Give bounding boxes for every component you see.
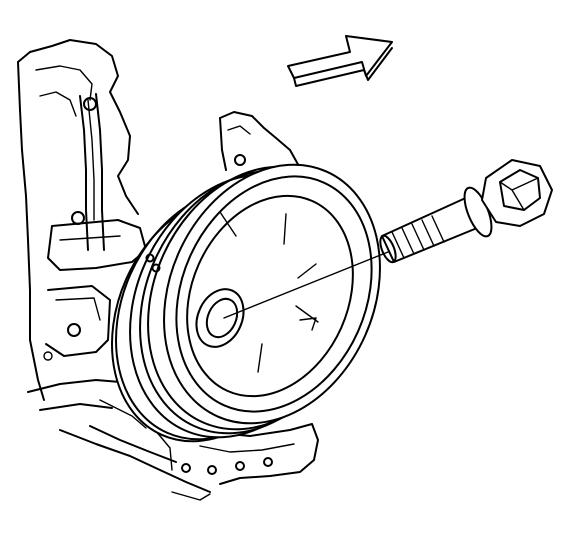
balancer-bolt: [379, 159, 553, 264]
engine-block: [17, 39, 319, 501]
installation-leader-line: [223, 251, 389, 319]
block-arrow-right-icon: [287, 35, 393, 87]
crankshaft-balancer: [111, 163, 381, 443]
